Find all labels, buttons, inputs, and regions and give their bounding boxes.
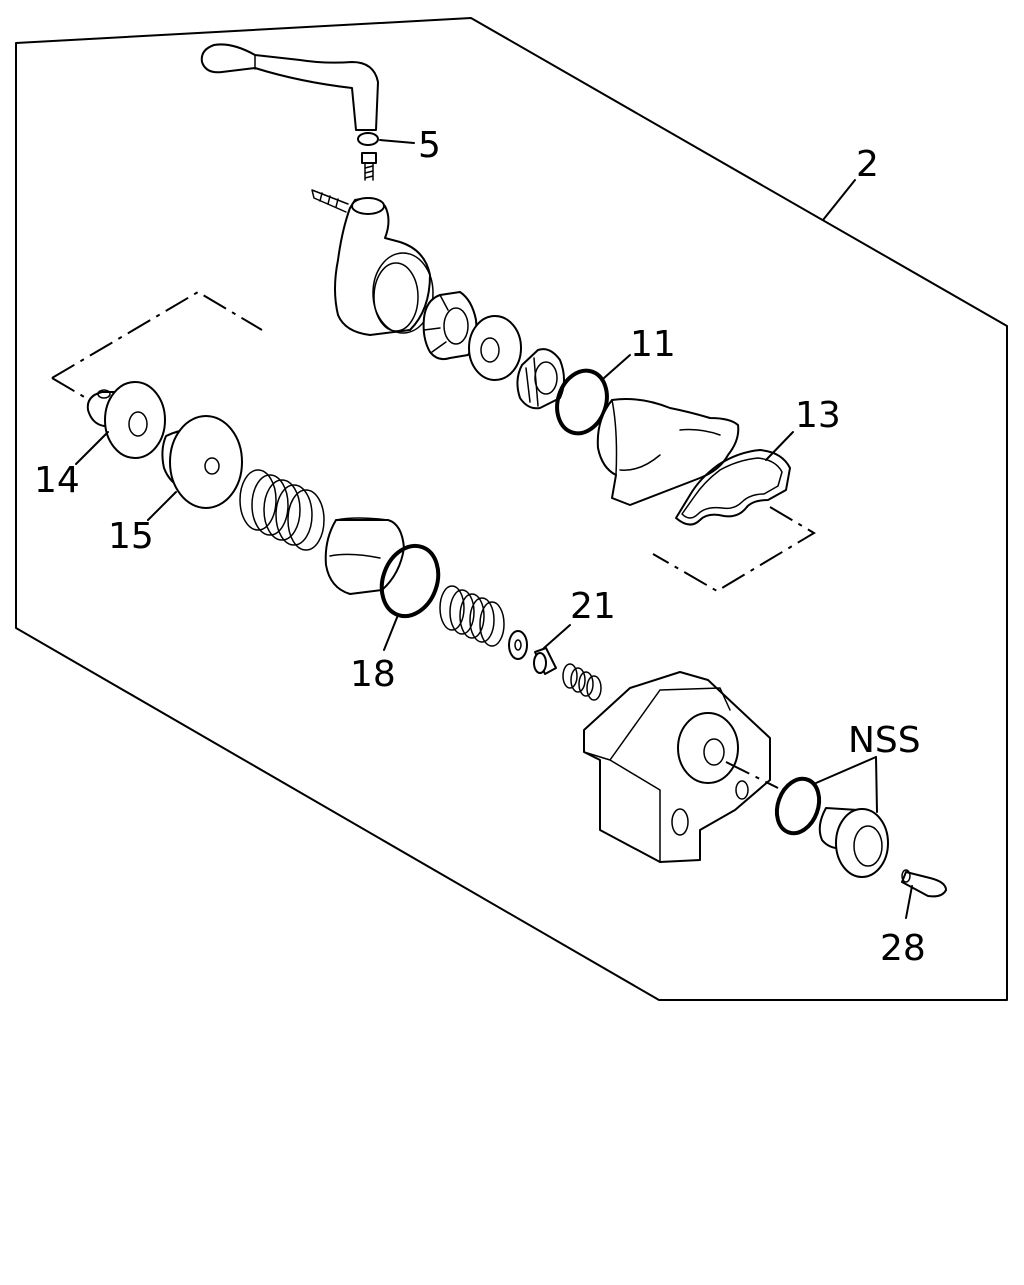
callout-11: 11 [630, 324, 676, 365]
part-13-gasket [675, 449, 791, 526]
washer [468, 315, 522, 381]
part-15-piston [161, 415, 243, 509]
small-washer [508, 630, 528, 660]
part-28-bleed-cap [901, 869, 947, 898]
tiny-spring [562, 663, 602, 701]
callout-14: 14 [34, 460, 80, 501]
part-5-washer [357, 132, 379, 146]
leader-11 [603, 354, 631, 379]
leader-5 [379, 139, 415, 144]
callout-13: 13 [795, 395, 841, 436]
nss-plug [818, 807, 889, 878]
boot-housing [596, 398, 740, 506]
valve-body [583, 671, 779, 863]
bushing [516, 348, 565, 410]
callout-nss: NSS [848, 720, 921, 761]
leader-nss-a [815, 756, 877, 784]
lever-handle [200, 43, 379, 131]
callout-18: 18 [350, 654, 396, 695]
leader-21 [543, 624, 571, 649]
screw [361, 152, 377, 181]
nss-o-ring [774, 776, 822, 836]
part-21-bushing [533, 647, 557, 675]
reference-line-upper [51, 290, 263, 379]
leader-15 [147, 491, 177, 521]
leader-14 [75, 431, 109, 465]
leader-2 [822, 179, 856, 221]
large-spring [239, 469, 325, 551]
reference-line-lower [652, 506, 816, 593]
lever-arm [334, 197, 434, 336]
leader-18 [383, 614, 399, 651]
part-14-end-cap [86, 381, 166, 459]
callout-2: 2 [856, 144, 879, 185]
pin [311, 189, 349, 213]
small-spring [439, 585, 505, 647]
leader-nss-b [875, 756, 878, 813]
callout-28: 28 [880, 928, 926, 969]
leader-28 [905, 885, 913, 919]
leader-13 [765, 431, 794, 461]
callout-15: 15 [108, 516, 154, 557]
castle-nut [422, 291, 478, 361]
kit-boundary [15, 17, 1008, 1001]
reference-line-left [51, 377, 87, 399]
callout-21: 21 [570, 586, 616, 627]
callout-5: 5 [418, 125, 441, 166]
